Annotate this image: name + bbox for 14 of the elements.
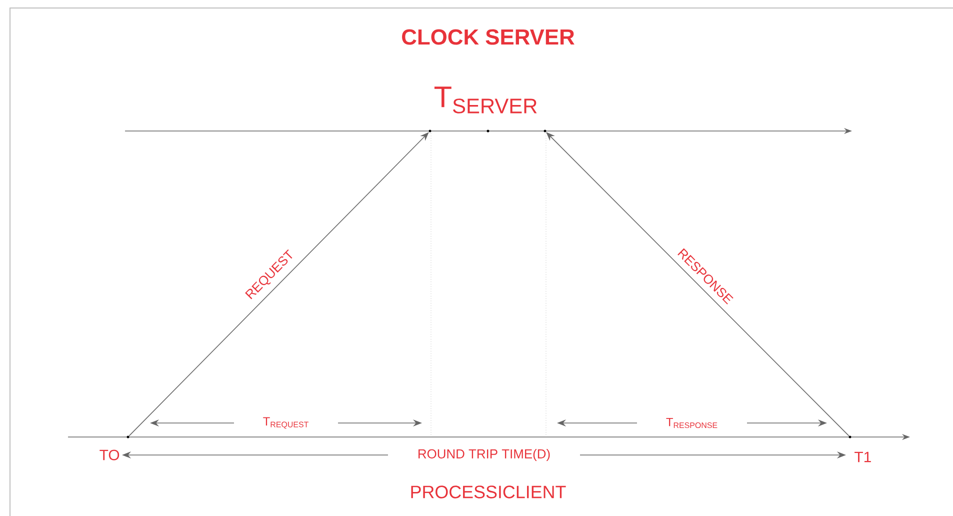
title: CLOCK SERVER	[402, 29, 574, 45]
dimension-label: T$_{RESPONSE}$	[666, 418, 718, 428]
time-label: TO	[100, 450, 120, 460]
process-label: PROCESSICLIENT	[411, 486, 566, 498]
server-time-label: T$_{SERVER}$	[434, 86, 537, 114]
message-arrow	[546, 132, 850, 436]
dimension-label: ROUND TRIP TIME(D)	[418, 448, 550, 462]
time-point	[126, 436, 130, 438]
dimension-label: T$_{REQUEST}$	[263, 417, 308, 429]
message-arrow	[128, 132, 429, 436]
time-label: T1	[854, 452, 871, 462]
time-point	[428, 130, 432, 132]
time-point	[848, 436, 852, 438]
time-point	[544, 130, 546, 132]
